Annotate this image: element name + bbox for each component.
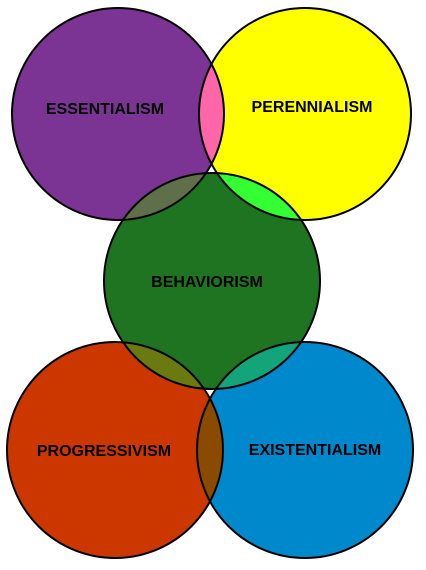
perennialism-label: PERENNIALISM [252,99,373,116]
circle-fills [7,8,413,558]
essentialism-circle [12,8,224,220]
essentialism-label: ESSENTIALISM [46,101,164,118]
perennialism-circle [199,8,411,220]
behaviorism-circle [104,173,320,389]
progressivism-label: PROGRESSIVISM [37,443,171,460]
behaviorism-label: BEHAVIORISM [151,274,263,291]
circle-labels: ESSENTIALISM PERENNIALISM BEHAVIORISM PR… [37,99,381,460]
circle-outlines [6,7,414,559]
progressivism-circle [7,342,223,558]
existentialism-label: EXISTENTIALISM [249,442,381,459]
existentialism-circle [197,342,413,558]
